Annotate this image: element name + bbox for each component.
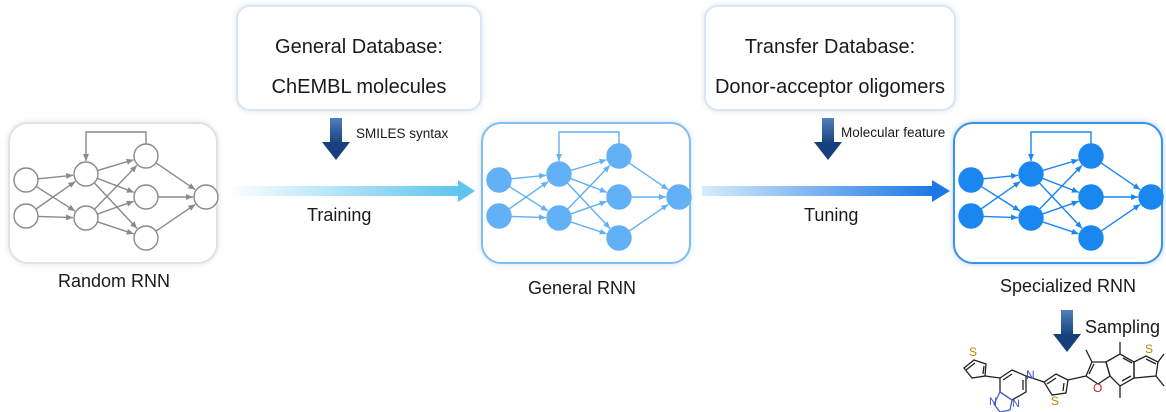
transfer-database-subtitle: Donor-acceptor oligomers <box>714 76 946 98</box>
network-edge <box>35 185 76 212</box>
network-edge <box>570 221 607 235</box>
network-node <box>486 167 512 193</box>
network-edge <box>1042 158 1079 172</box>
network-edge <box>1100 203 1141 232</box>
network-edge <box>93 182 138 229</box>
smiles-down-arrow <box>322 118 350 160</box>
network-edge <box>566 182 611 229</box>
network-edge <box>982 173 1019 180</box>
network-edge <box>155 162 196 191</box>
network-edge <box>510 173 547 180</box>
random-rnn-label: Random RNN <box>58 271 171 291</box>
tuning-label: Tuning <box>804 205 859 225</box>
network-edge <box>37 173 74 180</box>
transfer-database-box: Transfer Database: Donor-acceptor oligom… <box>704 5 956 111</box>
general-database-subtitle: ChEMBL molecules <box>271 76 447 98</box>
network-edge <box>96 177 135 194</box>
molecule-atom-n1: N <box>1026 368 1035 382</box>
molecule-atom-n2: N <box>989 396 997 408</box>
donor-acceptor-molecule <box>963 342 1165 412</box>
molecule-atom-o1: O <box>1093 381 1103 395</box>
network-node <box>133 143 159 169</box>
network-node <box>13 167 39 193</box>
network-node <box>133 225 159 251</box>
random-rnn-box <box>8 122 218 264</box>
network-edge <box>1041 177 1080 194</box>
network-node <box>486 203 512 229</box>
network-edge <box>1038 164 1083 210</box>
network-node <box>73 161 99 187</box>
network-edge <box>982 214 1019 221</box>
specialized-rnn-label: Specialized RNN <box>1000 276 1137 296</box>
training-label: Training <box>307 205 372 225</box>
molecular-feature-down-arrow <box>814 118 842 160</box>
network-edge <box>980 180 1021 210</box>
network-node <box>13 203 39 229</box>
recurrent-loop <box>556 131 620 161</box>
network-edge <box>1100 162 1141 191</box>
network-node <box>1078 184 1104 210</box>
transfer-database-title: Transfer Database: <box>744 36 916 58</box>
molecule-atom-s2: S <box>1051 394 1060 408</box>
network-node <box>958 167 984 193</box>
network-edge <box>980 185 1021 212</box>
general-database-box: General Database: ChEMBL molecules <box>236 5 482 111</box>
network-node <box>606 184 632 210</box>
network-edge <box>510 214 547 221</box>
training-arrow <box>228 180 475 202</box>
network-edge <box>93 164 138 210</box>
network-node <box>606 143 632 169</box>
network-edge <box>1042 200 1079 215</box>
network-edge <box>97 221 134 235</box>
molecular-feature-label: Molecular feature <box>841 125 946 140</box>
network-edge <box>508 185 549 212</box>
network-node <box>1078 225 1104 251</box>
specialized-rnn-network <box>958 131 1164 251</box>
network-edge <box>97 158 134 172</box>
network-node <box>546 161 572 187</box>
network-edge <box>37 214 74 221</box>
network-edge <box>35 180 76 210</box>
smiles-syntax-label: SMILES syntax <box>356 126 449 141</box>
network-node <box>1018 161 1044 187</box>
general-rnn-label: General RNN <box>528 278 637 298</box>
specialized-rnn-box <box>953 122 1163 264</box>
network-node <box>958 203 984 229</box>
network-edge <box>1038 182 1083 229</box>
network-edge <box>508 180 549 210</box>
network-node <box>193 184 219 210</box>
network-edge <box>628 162 669 191</box>
network-node <box>1018 205 1044 231</box>
network-node <box>73 205 99 231</box>
network-node <box>1078 143 1104 169</box>
general-database-title: General Database: <box>275 36 443 58</box>
sampling-down-arrow <box>1053 310 1081 352</box>
network-node <box>1138 184 1164 210</box>
network-node <box>606 225 632 251</box>
network-edge <box>569 177 608 194</box>
molecule-atom-s3: S <box>1145 342 1154 356</box>
network-node <box>666 184 692 210</box>
recurrent-loop <box>83 131 147 161</box>
network-edge <box>566 164 611 210</box>
network-edge <box>570 200 607 215</box>
sampling-label: Sampling <box>1085 317 1161 337</box>
molecule-atom-s1: S <box>969 345 978 359</box>
molecule-atom-n3: N <box>1012 398 1020 410</box>
network-edge <box>97 200 134 215</box>
network-node <box>546 205 572 231</box>
network-edge <box>570 158 607 172</box>
tuning-arrow <box>702 180 950 202</box>
network-edge <box>1042 221 1079 235</box>
network-edge <box>628 203 669 232</box>
recurrent-loop <box>1028 131 1092 161</box>
network-edge <box>155 203 196 232</box>
network-node <box>133 184 159 210</box>
general-rnn-network <box>486 131 692 251</box>
random-rnn-network <box>13 131 219 251</box>
